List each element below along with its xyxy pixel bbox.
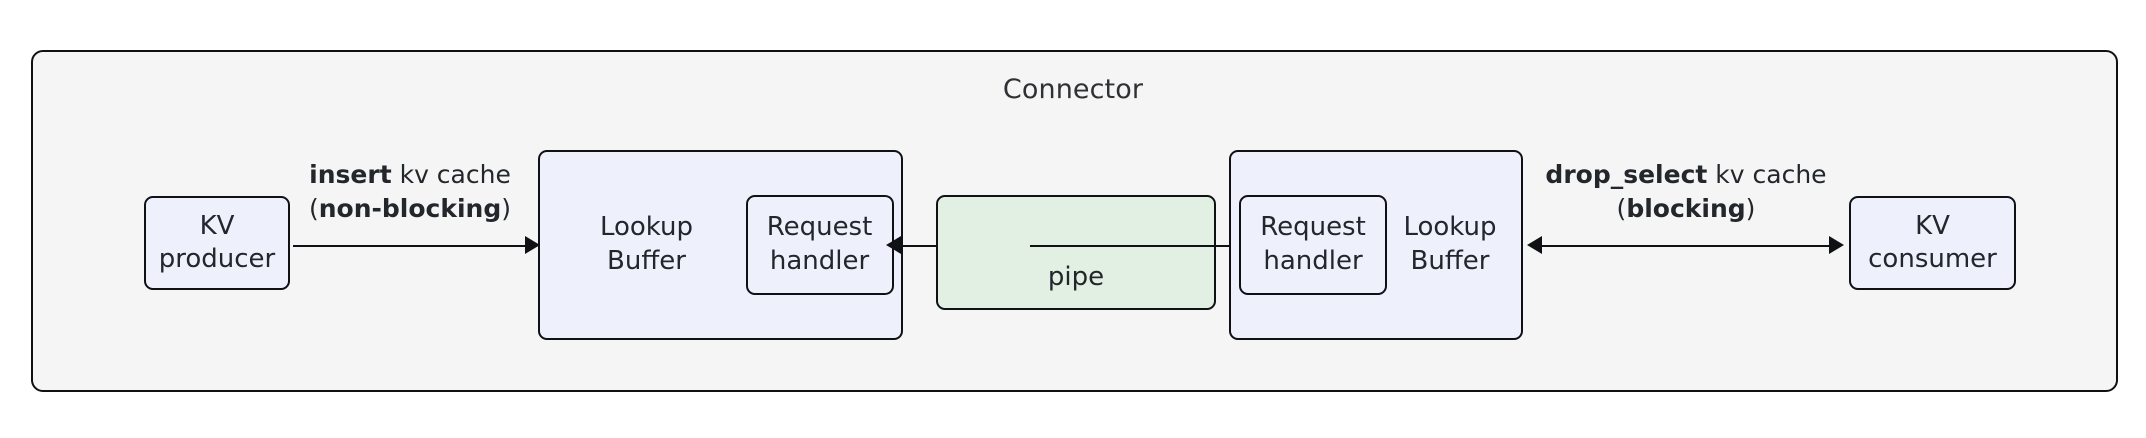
kv-producer-line2: producer [158, 244, 276, 274]
arrow-drop-select-head-right-icon [1829, 236, 1844, 254]
lookup-buffer-right-node: Request handler Lookup Buffer [1229, 150, 1523, 340]
edge-label-insert-line1: insert kv cache [295, 158, 525, 192]
lookup-buffer-right-line1: Lookup [1403, 212, 1497, 243]
edge-label-insert: insert kv cache (non-blocking) [295, 158, 525, 225]
kv-producer-node: KV producer [144, 196, 290, 290]
paren-open: ( [1616, 193, 1627, 223]
arrow-pipe-to-left-head-icon [886, 236, 901, 254]
pipe-label: pipe [1047, 261, 1105, 292]
arrow-pipe-to-right-line [1030, 245, 1249, 247]
request-handler-right-line2: handler [1263, 246, 1363, 276]
request-handler-right-line1: Request [1260, 212, 1366, 243]
edge-label-drop-select: drop_select kv cache (blocking) [1530, 158, 1842, 225]
request-handler-left-line2: handler [769, 246, 870, 276]
lookup-buffer-right-label: Lookup Buffer [1387, 211, 1513, 279]
edge-label-insert-line2: (non-blocking) [295, 192, 525, 226]
arrow-drop-select-line [1534, 245, 1837, 247]
request-handler-left-node: Request handler [745, 195, 894, 295]
kv-consumer-node: KV consumer [1849, 196, 2016, 290]
lookup-buffer-right-line2: Buffer [1410, 246, 1490, 276]
paren-close: ) [1745, 193, 1756, 223]
edge-label-drop-line2: (blocking) [1530, 192, 1842, 226]
lookup-buffer-left-line2: Buffer [607, 246, 686, 276]
paren-close: ) [501, 193, 512, 223]
kv-consumer-line1: KV [1915, 210, 1950, 241]
kv-producer-line1: KV [199, 210, 235, 241]
lookup-buffer-left-line1: Lookup [599, 212, 694, 243]
paren-open: ( [308, 193, 319, 223]
request-handler-right-node: Request handler [1239, 195, 1387, 295]
edge-label-insert-rest: kv cache [391, 160, 511, 189]
edge-label-drop-op: drop_select [1545, 160, 1708, 189]
edge-label-insert-mode: non-blocking [318, 193, 502, 223]
arrow-insert-line [293, 245, 525, 247]
edge-label-drop-line1: drop_select kv cache [1530, 158, 1842, 192]
request-handler-left-line1: Request [766, 212, 873, 243]
arrow-insert-head-icon [525, 236, 540, 254]
edge-label-drop-rest: kv cache [1707, 160, 1827, 189]
pipe-node: pipe [936, 195, 1216, 310]
lookup-buffer-left-label: Lookup Buffer [548, 211, 746, 279]
arrow-drop-select-head-left-icon [1527, 236, 1542, 254]
edge-label-drop-mode: blocking [1626, 193, 1746, 223]
connector-title: Connector [1002, 74, 1144, 105]
lookup-buffer-left-node: Lookup Buffer Request handler [538, 150, 903, 340]
edge-label-insert-op: insert [309, 160, 392, 189]
kv-consumer-line2: consumer [1868, 244, 1997, 274]
